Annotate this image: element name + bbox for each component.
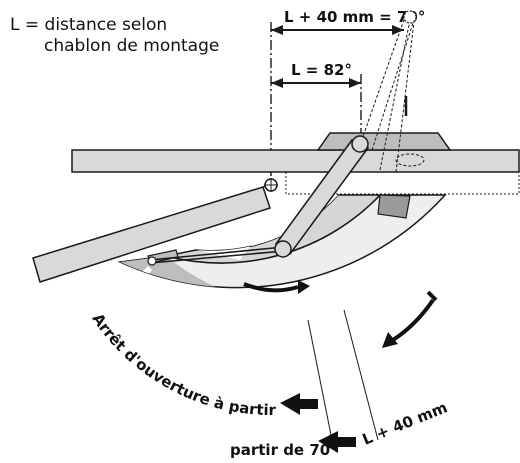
closer-body: [316, 132, 452, 151]
arrow-70: [318, 431, 356, 453]
legend-line-1: L = distance selon: [10, 15, 167, 35]
dimension-inner-label: L = 82°: [291, 61, 352, 79]
rotation-arrow-outer: [391, 298, 435, 342]
legend-line-2: chablon de montage: [44, 36, 219, 56]
bottom-annotation: partir de 70°: [230, 441, 338, 459]
arm-joint: [274, 240, 292, 258]
door-closed-outline: [285, 171, 520, 195]
door-leaf-open: [32, 186, 271, 283]
leader-70: [343, 309, 379, 441]
rail-rod: [149, 246, 285, 261]
arrow-82: [280, 393, 318, 415]
frame-wall: [71, 149, 520, 173]
dimension-top-label: L + 40 mm = 70°: [284, 8, 425, 26]
arm-axle: [351, 135, 369, 153]
ring-cap: [377, 194, 411, 219]
arm-pivot-dashed: [403, 10, 417, 24]
rotation-arrow-inner: [243, 282, 299, 293]
dimension-inner: L = 82°: [271, 61, 361, 88]
dimension-top: L + 40 mm = 70°: [271, 8, 425, 35]
leader-82: [307, 319, 333, 441]
